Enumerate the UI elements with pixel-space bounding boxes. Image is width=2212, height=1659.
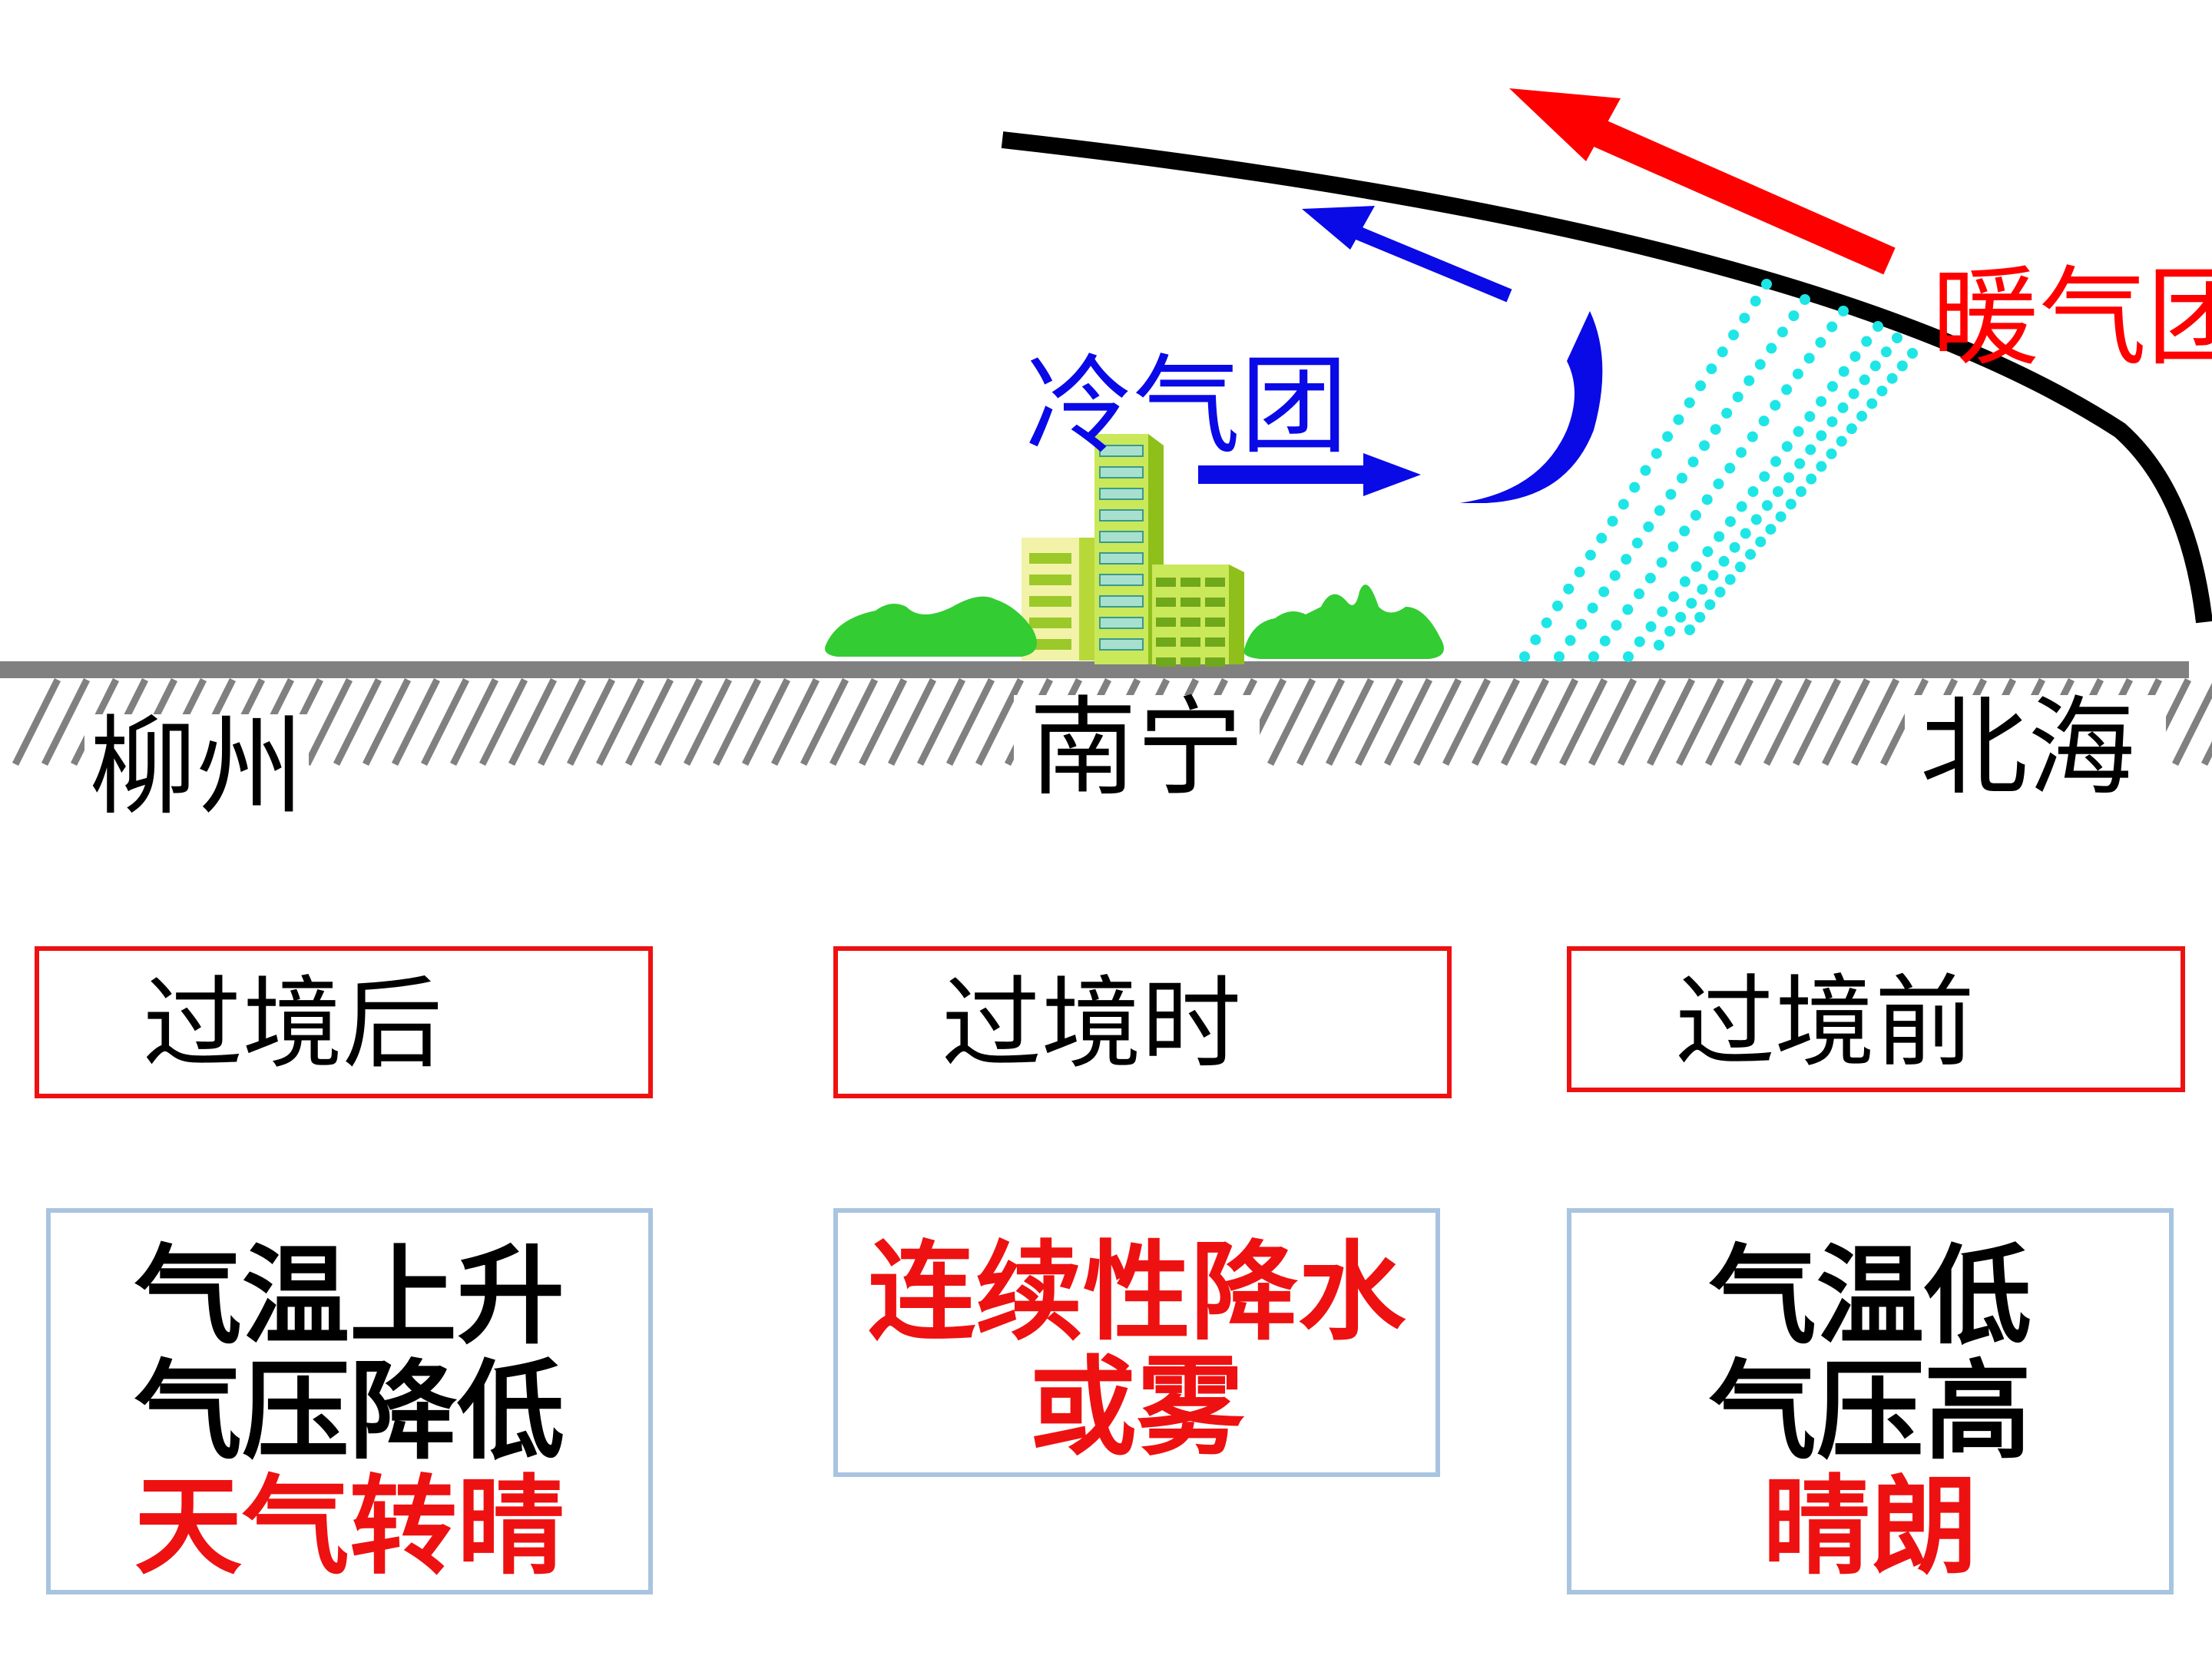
after-desc-line: 气温上升 xyxy=(134,1234,565,1359)
before-desc-line: 晴朗 xyxy=(1762,1465,1978,1590)
cold-air-upper-arrow xyxy=(1302,206,1512,303)
before-description-box: 气温低 气压高 晴朗 xyxy=(1567,1208,2174,1594)
during-desc-line: 或雾 xyxy=(1028,1346,1244,1471)
city-label-beihai: 北海 xyxy=(1905,695,2167,803)
during-description-box: 连续性降水 或雾 xyxy=(833,1208,1440,1477)
rising-air-arrow xyxy=(1459,311,1603,503)
stage-before-box: 过境前 xyxy=(1567,946,2185,1092)
city-label-liuzhou: 柳州 xyxy=(84,714,310,822)
bush-left-icon xyxy=(825,596,1037,657)
city-buildings-icon xyxy=(1022,434,1244,667)
front-boundary-line xyxy=(1001,131,2212,624)
stage-during-label: 过境时 xyxy=(942,965,1242,1082)
bush-right-icon xyxy=(1243,584,1444,659)
during-desc-line: 连续性降水 xyxy=(867,1230,1406,1356)
city-label-nanning: 南宁 xyxy=(1014,695,1260,803)
cold-air-horizontal-arrow xyxy=(1198,453,1421,496)
after-desc-line: 天气转晴 xyxy=(134,1465,565,1590)
stage-during-box: 过境时 xyxy=(833,946,1452,1098)
stage-after-box: 过境后 xyxy=(35,946,653,1098)
after-description-box: 气温上升 气压降低 天气转晴 xyxy=(46,1208,653,1594)
warm-air-mass-label: 暖气团 xyxy=(1932,256,2212,381)
warm-air-arrow xyxy=(1509,88,1896,275)
cold-air-mass-label: 冷气团 xyxy=(1025,344,1349,469)
before-desc-line: 气温低 xyxy=(1708,1234,2032,1359)
before-desc-line: 气压高 xyxy=(1708,1349,2032,1475)
rain-dots xyxy=(1519,279,1918,662)
after-desc-line: 气压降低 xyxy=(134,1349,565,1475)
stage-before-label: 过境前 xyxy=(1675,964,1975,1081)
stage-after-label: 过境后 xyxy=(143,965,443,1082)
